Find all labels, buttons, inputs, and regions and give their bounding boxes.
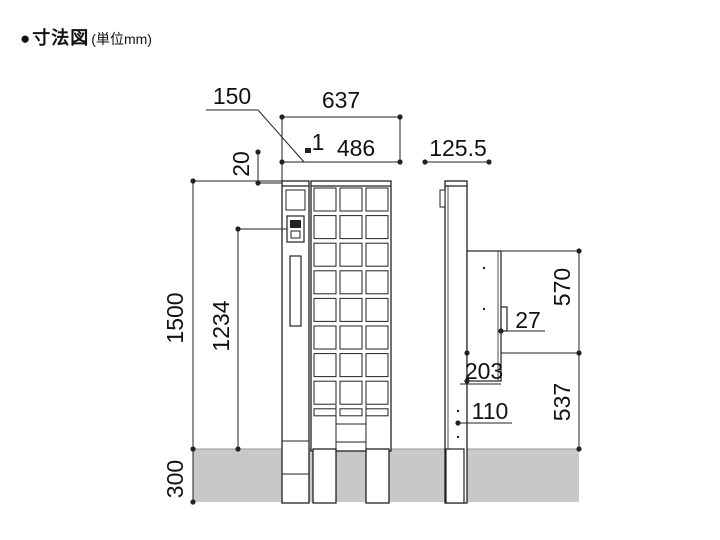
gate-lattice-cell (339, 242, 363, 267)
gate-lattice-cell (365, 380, 389, 405)
dim-150-label: 150 (213, 83, 251, 109)
gate-lattice-cell (365, 187, 389, 212)
dim-537-label: 537 (549, 383, 575, 421)
dim-27-label: 27 (515, 307, 541, 333)
gate-lattice-cell (365, 215, 389, 240)
gate-lattice-cell (339, 270, 363, 295)
gate-lattice-cell (313, 325, 337, 350)
dim-203-label: 203 (465, 358, 503, 384)
side-tab (439, 189, 446, 208)
gate-lattice-cell (313, 242, 337, 267)
dim-486-label: 486 (337, 135, 375, 161)
gate-lattice-cell (313, 408, 337, 417)
gate-lattice-cell (339, 353, 363, 378)
title-main: 寸法図 (32, 28, 90, 48)
gate-lattice-cell (313, 297, 337, 322)
gate-lattice-cell (339, 187, 363, 212)
gate-lattice-cell (365, 408, 389, 417)
dim-300-label: 300 (162, 460, 188, 498)
dim-125-5-label: 125.5 (429, 135, 487, 161)
front-view (281, 180, 392, 504)
mail-slot (289, 255, 302, 327)
gate-leg-left (312, 448, 337, 504)
gate-lattice-cell (365, 270, 389, 295)
leader-150-diag (257, 109, 305, 163)
post-top-panel (285, 189, 306, 211)
side-latch (500, 306, 508, 332)
intercom-screen (290, 220, 301, 228)
gate-lattice-cell (313, 270, 337, 295)
gate-lattice-cell (339, 297, 363, 322)
gap-marker (305, 148, 311, 153)
intercom-button (290, 230, 301, 239)
gate-lattice-cell (365, 242, 389, 267)
gate-lattice-cell (313, 380, 337, 405)
gate-leg-right (365, 448, 390, 504)
dim-637-label: 637 (322, 87, 360, 113)
side-box (466, 250, 502, 382)
gate-grid (313, 187, 389, 417)
title-unit: (単位mm) (91, 31, 152, 47)
gate-lattice-cell (365, 353, 389, 378)
dim-20-label: 20 (228, 151, 254, 177)
side-foot (445, 448, 465, 504)
gate-lattice-cell (339, 215, 363, 240)
side-dot-4 (456, 435, 460, 439)
side-dot-2 (482, 307, 486, 311)
gate-lattice-cell (313, 215, 337, 240)
side-dot-3 (456, 409, 460, 413)
dim-110-label: 110 (472, 398, 509, 424)
gate-lattice-cell (313, 187, 337, 212)
gate-lattice-cell (365, 325, 389, 350)
dim-1-label: 1 (312, 129, 325, 155)
gate-lattice-cell (339, 380, 363, 405)
dim-1500-label: 1500 (162, 292, 188, 343)
gate-lattice-cell (339, 325, 363, 350)
dim-1234-label: 1234 (208, 300, 234, 351)
gate-lattice-cell (313, 353, 337, 378)
bullet-icon: ● (20, 29, 31, 48)
dimension-lines (192, 109, 580, 502)
dimension-dots (190, 114, 582, 505)
side-dot-1 (482, 266, 486, 270)
gate-lattice-cell (339, 408, 363, 417)
page-title: ● 寸法図 (単位mm) (20, 24, 152, 50)
gate-lattice-cell (365, 297, 389, 322)
dim-570-label: 570 (549, 268, 575, 306)
